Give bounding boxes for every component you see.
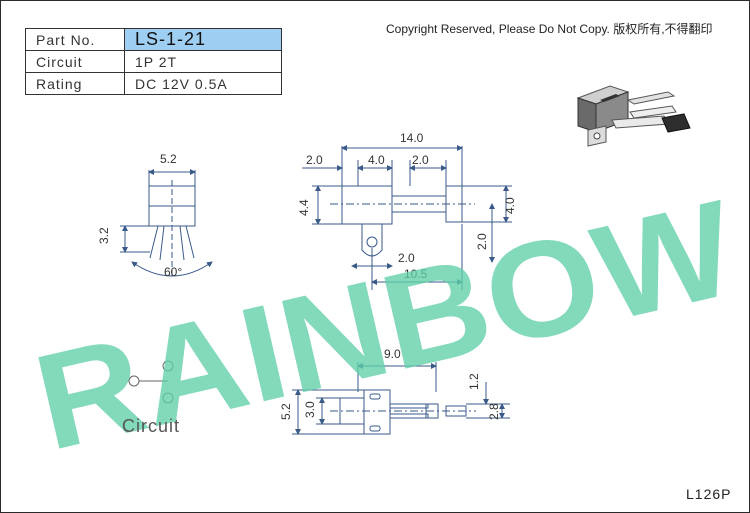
copyright-notice: Copyright Reserved, Please Do Not Copy. … [386,22,713,36]
dim-front-terminal: 10.5 [404,267,428,281]
rating-value: DC 12V 0.5A [124,72,282,95]
dim-front-right-height: 4.0 [503,197,517,214]
dim-top-length: 9.0 [384,347,401,361]
dim-top-gap: 1.2 [467,373,481,390]
dim-top-inner: 3.0 [303,401,317,418]
part-number-value: LS-1-21 [124,28,282,51]
spec-table: Part No. LS-1-21 Circuit 1P 2T Rating DC… [25,28,282,95]
dim-front-a: 2.0 [306,153,323,167]
dim-top-height: 5.2 [279,403,293,420]
dim-front-c: 2.0 [412,153,429,167]
spec-row-circuit: Circuit 1P 2T [25,50,282,73]
dim-side-height: 3.2 [97,227,111,244]
dim-front-right-drop: 2.0 [475,233,489,250]
dim-side-angle: 60° [164,265,182,279]
spec-label: Rating [25,72,125,95]
model-code: L126P [686,486,732,502]
spec-row-rating: Rating DC 12V 0.5A [25,72,282,95]
dim-top-pin: 2.8 [487,403,501,420]
circuit-label: Circuit [122,416,181,436]
product-3d-illustration [576,85,691,147]
circuit-value: 1P 2T [124,50,282,73]
top-view [292,362,510,435]
circuit-symbol [128,360,174,404]
dim-front-hole-offset: 2.0 [398,251,415,265]
front-view [302,145,512,290]
dim-front-height: 4.4 [297,199,311,216]
dim-front-b: 4.0 [368,153,385,167]
dim-side-width: 5.2 [160,152,177,166]
dim-front-total: 14.0 [400,131,424,145]
side-view [120,169,213,278]
